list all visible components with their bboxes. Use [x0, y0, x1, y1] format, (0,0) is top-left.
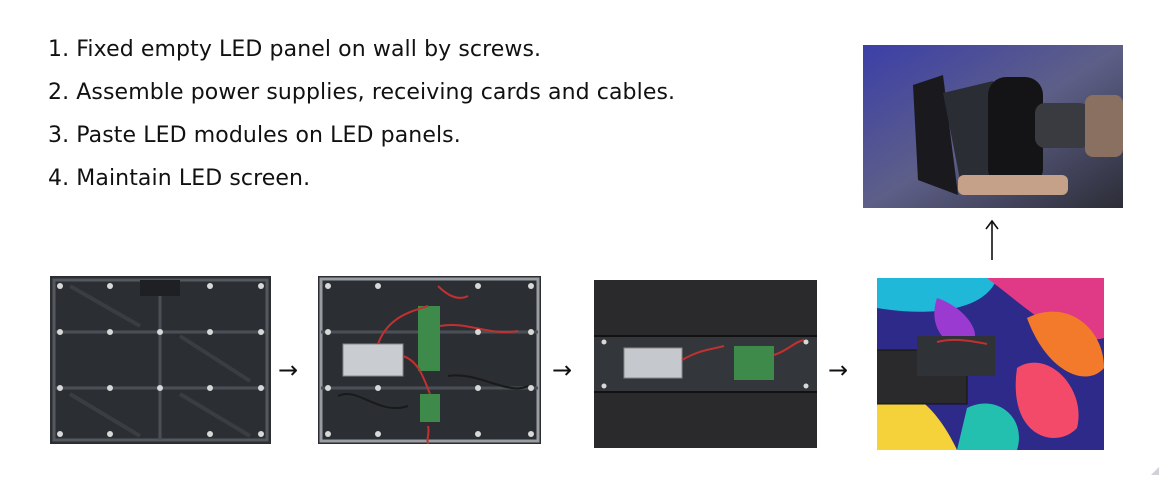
- modules-pasting-photo: [594, 280, 817, 448]
- maintenance-tool-photo: [863, 45, 1123, 208]
- arrow-up-icon: [985, 219, 999, 260]
- assembled-panel-photo: [318, 276, 541, 444]
- empty-led-panel-photo: [50, 276, 271, 444]
- arrow-right-3: →: [828, 356, 849, 384]
- step-4: 4. Maintain LED screen.: [48, 166, 311, 191]
- step-1: 1. Fixed empty LED panel on wall by scre…: [48, 37, 542, 62]
- step-2: 2. Assemble power supplies, receiving ca…: [48, 80, 676, 105]
- step-3: 3. Paste LED modules on LED panels.: [48, 123, 461, 148]
- arrow-right-1: →: [278, 356, 299, 384]
- corner-mark-icon: [1151, 467, 1159, 475]
- finished-screen-photo: [877, 278, 1104, 450]
- arrow-right-2: →: [552, 356, 573, 384]
- step-list: 1. Fixed empty LED panel on wall by scre…: [48, 28, 675, 200]
